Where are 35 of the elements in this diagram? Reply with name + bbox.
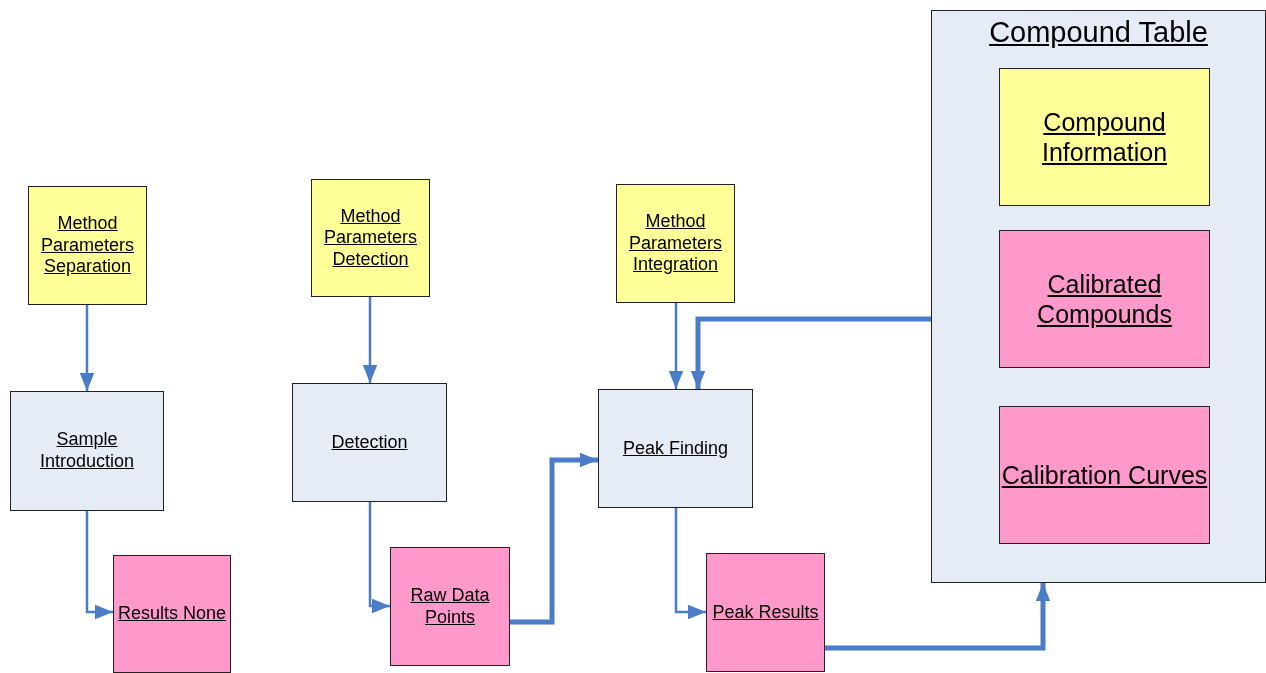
process-box [10, 391, 164, 511]
arrow [690, 316, 931, 389]
box-label: Calibration Curves [1001, 460, 1208, 490]
arrow [368, 502, 390, 614]
note-box [311, 179, 430, 297]
table-panel [931, 10, 1266, 583]
note-box [28, 186, 147, 305]
process-box [292, 383, 447, 502]
note-box [616, 184, 735, 303]
box-label: Method Parameters Separation [39, 213, 135, 278]
arrow [825, 583, 1051, 651]
data-box [999, 406, 1210, 544]
process-box [598, 389, 753, 508]
box-label: Method Parameters Integration [627, 211, 723, 276]
box-label: Method Parameters Detection [322, 205, 418, 271]
arrow [510, 452, 598, 625]
data-box [390, 547, 510, 666]
arrow [85, 511, 113, 620]
arrow [79, 305, 95, 391]
box-label: Calibrated Compounds [1036, 269, 1173, 329]
box-label: Compound Information [1040, 107, 1169, 167]
box-label: Detection [331, 431, 408, 454]
arrow [674, 508, 706, 620]
box-label: Results None [117, 603, 227, 625]
box-label: Sample Introduction [38, 429, 136, 473]
box-label: Peak Results [712, 601, 819, 624]
data-box [113, 555, 231, 673]
arrow [362, 297, 378, 383]
arrow [668, 303, 684, 389]
box-label: Peak Finding [622, 437, 729, 460]
data-box [999, 68, 1210, 206]
box-label: Raw Data Points [409, 584, 491, 629]
data-box [999, 230, 1210, 368]
panel-heading: Compound Table [988, 15, 1209, 50]
data-box [706, 553, 825, 672]
